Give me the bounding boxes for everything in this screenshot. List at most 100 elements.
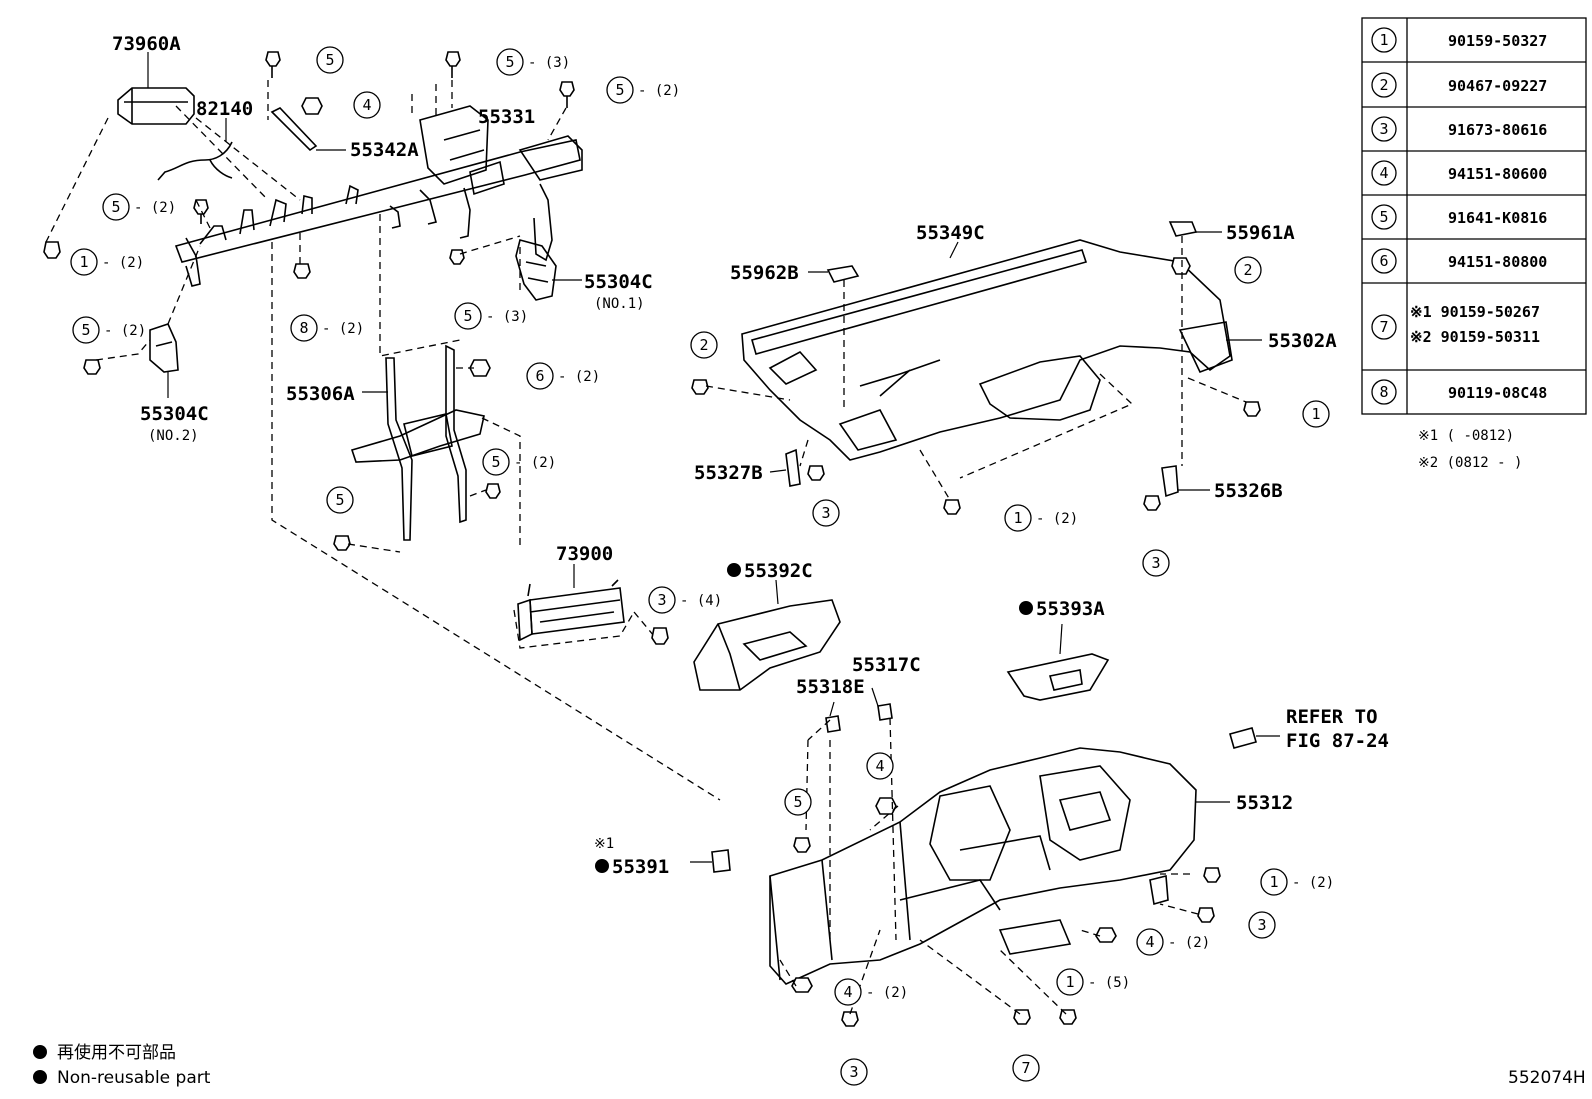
callout-circle (834, 978, 862, 1006)
legend: 再使用不可部品 Non-reusable part (33, 1042, 211, 1088)
callout-4: 4 (353, 91, 381, 119)
callout-number: 6 (535, 367, 544, 385)
callout-circle (1260, 868, 1288, 896)
callout-quantity: - (2) (514, 455, 556, 471)
callout-quantity: - (2) (1168, 935, 1210, 951)
parts-table: 1 90159-50327 2 90467-09227 3 91673-8061… (1361, 17, 1587, 471)
table-row: 8 90119-08C48 (1371, 379, 1547, 405)
figure-id: 552074H (1508, 1068, 1586, 1088)
part-sublabel-no2: (NO.2) (148, 428, 199, 444)
callout-number: 4 (1145, 933, 1154, 951)
part-note-55391: ※1 (594, 836, 614, 852)
part-label-73900: 73900 (556, 543, 613, 565)
callout-5: 5 (316, 46, 344, 74)
callout-quantity: - (2) (1292, 875, 1334, 891)
callout-8: 8 - (2) (290, 314, 364, 342)
svg-text:1: 1 (1379, 31, 1388, 49)
callout-quantity: - (2) (866, 985, 908, 1001)
callout-2: 2 (690, 331, 718, 359)
svg-text:2: 2 (1379, 76, 1388, 94)
callout-number: 3 (821, 504, 830, 522)
callout-circle (1302, 400, 1330, 428)
part-label-55331: 55331 (478, 106, 535, 128)
part-label-55318E: 55318E (796, 676, 865, 698)
callout-number: 7 (1021, 1059, 1030, 1077)
callout-5: 5 (326, 486, 354, 514)
callout-1: 1 (1302, 400, 1330, 428)
callout-layer: 545- (3)5- (2)5- (2)1- (2)8- (2)5- (3)5-… (70, 46, 1334, 1086)
non-reusable-dot (595, 859, 609, 873)
part-label-55326B: 55326B (1214, 480, 1283, 502)
part-label-55393A: 55393A (1036, 598, 1105, 620)
callout-circle (326, 486, 354, 514)
callout-3: 3- (4) (648, 586, 722, 614)
callout-circle (690, 331, 718, 359)
table-row: 1 90159-50327 (1371, 27, 1547, 53)
callout-number: 5 (491, 453, 500, 471)
callout-quantity: - (4) (680, 593, 722, 609)
part-label-55349C: 55349C (916, 222, 985, 244)
callout-number: 2 (699, 336, 708, 354)
callout-quantity: - (2) (1036, 511, 1078, 527)
part-label-55342A: 55342A (350, 139, 419, 161)
non-reusable-dot (1019, 601, 1033, 615)
callout-circle (784, 788, 812, 816)
callout-number: 5 (463, 307, 472, 325)
svg-text:94151-80600: 94151-80600 (1448, 165, 1547, 183)
callout-1: 1- (2) (70, 248, 144, 276)
callout-circle (102, 193, 130, 221)
part-label-82140: 82140 (196, 98, 253, 120)
callout-quantity: - (3) (528, 55, 570, 71)
part-label-55317C: 55317C (852, 654, 921, 676)
callout-circle (1234, 256, 1262, 284)
callout-circle (812, 499, 840, 527)
svg-text:91673-80616: 91673-80616 (1448, 121, 1547, 139)
callout-number: 5 (325, 51, 334, 69)
table-note-1: ※1 ( -0812) (1418, 428, 1514, 444)
svg-text:※1 90159-50267: ※1 90159-50267 (1410, 303, 1540, 321)
callout-quantity: - (2) (558, 369, 600, 385)
lower-panel-55312 (690, 687, 1280, 1027)
svg-text:4: 4 (1379, 164, 1388, 182)
callout-circle (290, 314, 318, 342)
legend-dot (33, 1045, 47, 1059)
callout-circle (1056, 968, 1084, 996)
svg-text:7: 7 (1379, 318, 1388, 336)
cover-55393A (1006, 623, 1110, 701)
svg-text:5: 5 (1379, 208, 1388, 226)
callout-number: 3 (1257, 916, 1266, 934)
part-label-55302A: 55302A (1268, 330, 1337, 352)
callout-number: 4 (875, 757, 884, 775)
module-73900 (513, 564, 669, 649)
callout-number: 1 (79, 253, 88, 271)
callout-circle (526, 362, 554, 390)
callout-number: 4 (843, 983, 852, 1001)
callout-7: 7 (1012, 1054, 1040, 1082)
cover-55392C (693, 579, 841, 691)
table-row: 5 91641-K0816 (1371, 204, 1547, 230)
refer-line-1: REFER TO (1286, 706, 1378, 728)
callout-5: 5 - (2) (482, 448, 556, 476)
callout-number: 5 (793, 793, 802, 811)
callout-quantity: - (3) (486, 309, 528, 325)
svg-text:90119-08C48: 90119-08C48 (1448, 384, 1547, 402)
table-row: 2 90467-09227 (1371, 72, 1547, 98)
callout-quantity: - (2) (638, 83, 680, 99)
refer-line-2: FIG 87-24 (1286, 730, 1389, 752)
callout-circle (1136, 928, 1164, 956)
legend-japanese: 再使用不可部品 (57, 1042, 176, 1063)
table-row: 3 91673-80616 (1371, 116, 1547, 142)
callout-3: 3 (812, 499, 840, 527)
table-row: 6 94151-80800 (1371, 248, 1547, 274)
callout-circle (496, 48, 524, 76)
callout-quantity: - (2) (322, 321, 364, 337)
non-reusable-dot (727, 563, 741, 577)
legend-english: Non-reusable part (57, 1068, 211, 1088)
callout-3: 3 (1248, 911, 1276, 939)
svg-text:8: 8 (1379, 383, 1388, 401)
svg-text:90159-50327: 90159-50327 (1448, 32, 1547, 50)
callout-circle (840, 1058, 868, 1086)
callout-circle (72, 316, 100, 344)
callout-number: 8 (299, 319, 308, 337)
